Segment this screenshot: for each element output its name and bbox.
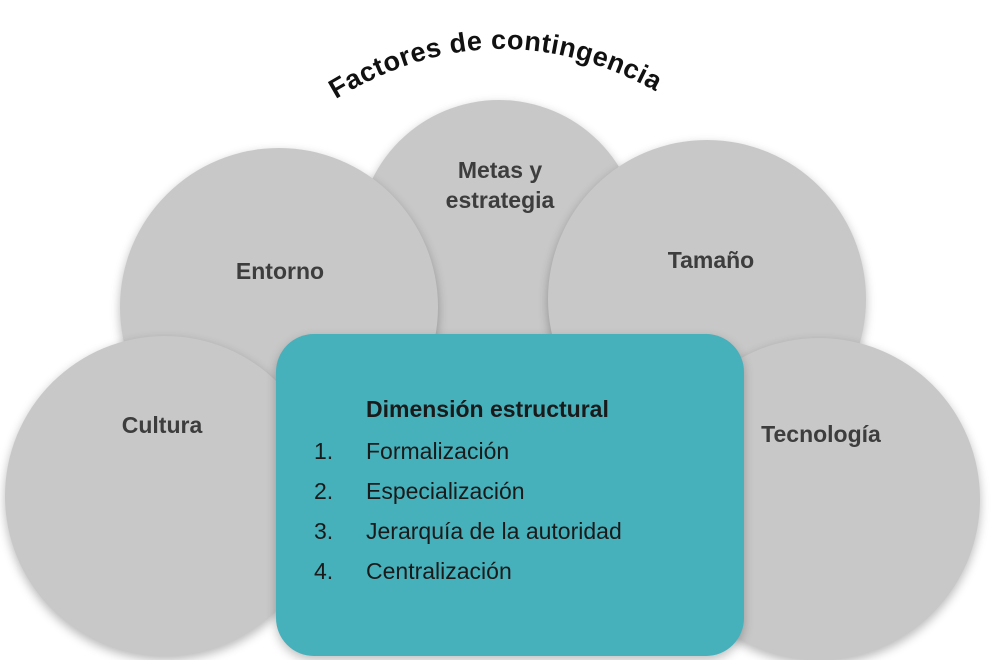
item-number: 1. — [314, 438, 334, 464]
item-label: Especialización — [366, 478, 525, 504]
item-label: Jerarquía de la autoridad — [366, 518, 622, 544]
factor-label-tamano: Tamaño — [667, 247, 755, 273]
dimension-item: 1. Formalización — [314, 436, 509, 466]
item-number: 4. — [314, 558, 334, 584]
factor-label-metas: Metas y estrategia — [380, 155, 620, 215]
title-text: Factores de contingencia — [324, 25, 668, 105]
dimension-box: Dimensión estructural 1. Formalización 2.… — [276, 334, 744, 656]
dimension-item: 3. Jerarquía de la autoridad — [314, 516, 622, 546]
factor-label-tecnologia: Tecnología — [761, 421, 881, 447]
factor-circle-cultura — [5, 336, 325, 656]
metas-line1: Metas y — [457, 157, 543, 183]
diagram-title: Factores de contingencia — [324, 25, 668, 105]
dimension-item: 4. Centralización — [314, 556, 512, 586]
item-number: 3. — [314, 518, 334, 544]
svg-text:Factores de contingencia: Factores de contingencia — [324, 25, 668, 105]
item-label: Centralización — [366, 558, 512, 584]
item-number: 2. — [314, 478, 334, 504]
factor-label-cultura: Cultura — [121, 412, 203, 438]
dimension-title: Dimensión estructural — [366, 396, 609, 422]
dimension-item: 2. Especialización — [314, 476, 525, 506]
item-label: Formalización — [366, 438, 510, 464]
factor-label-entorno: Entorno — [235, 258, 325, 284]
metas-line2: estrategia — [445, 187, 555, 213]
